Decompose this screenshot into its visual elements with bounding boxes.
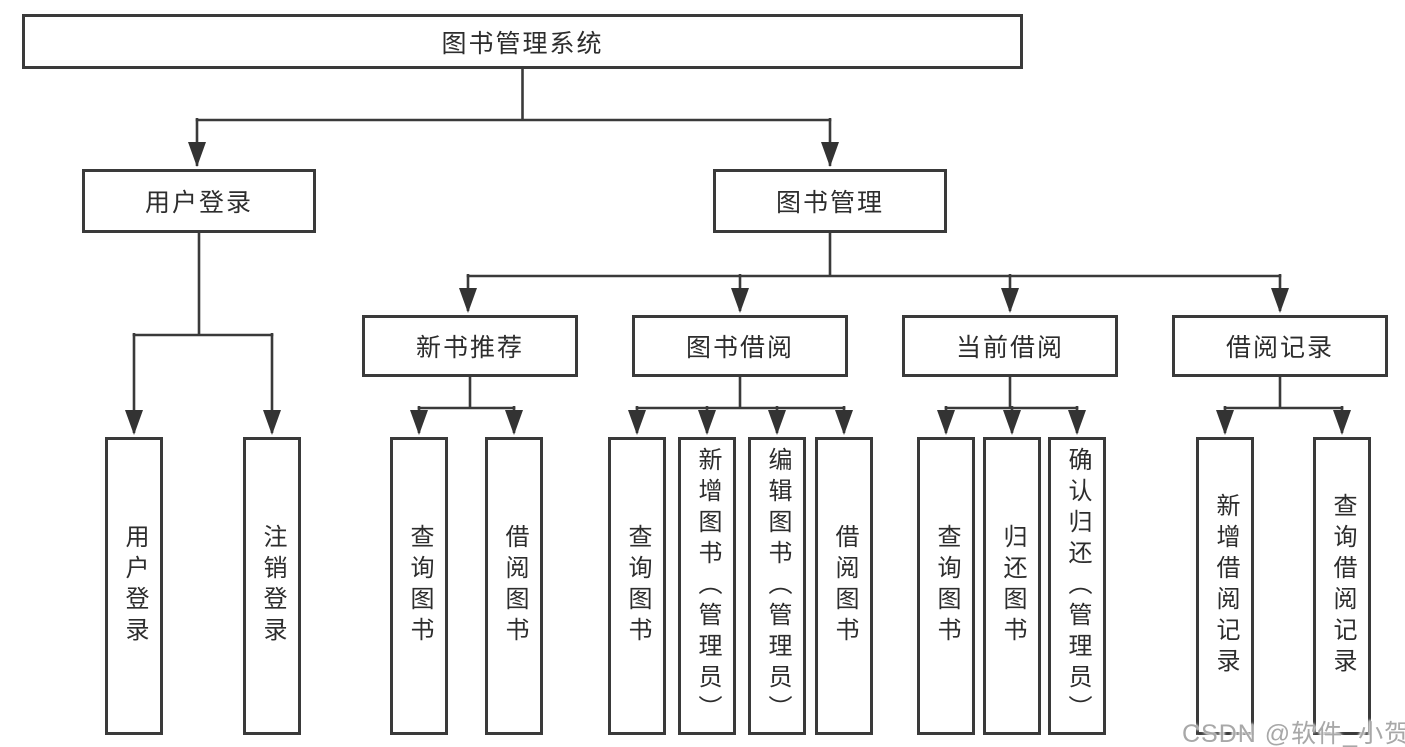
leaf-query-books-recommend: 查询图书: [390, 437, 448, 735]
leaf-return-books-label: 归还图书: [999, 524, 1026, 648]
csdn-watermark: CSDN @软件_小贺同学: [1182, 720, 1405, 747]
leaf-edit-books-admin-label: 编辑图书（管理员）: [764, 446, 791, 726]
leaf-query-books-current: 查询图书: [917, 437, 975, 735]
node-user-login: 用户登录: [82, 169, 316, 233]
node-book-borrow-label: 图书借阅: [685, 334, 794, 362]
node-book-borrow: 图书借阅: [632, 315, 848, 377]
leaf-query-books-borrow: 查询图书: [608, 437, 666, 735]
node-new-book-recommend: 新书推荐: [362, 315, 578, 377]
leaf-user-login-label: 用户登录: [121, 524, 148, 648]
leaf-confirm-return-admin: 确认归还（管理员）: [1048, 437, 1106, 735]
node-book-management-label: 图书管理: [775, 189, 884, 217]
leaf-query-books-borrow-label: 查询图书: [624, 524, 651, 648]
leaf-query-books-recommend-label: 查询图书: [406, 524, 433, 648]
leaf-query-borrow-record: 查询借阅记录: [1313, 437, 1371, 735]
leaf-logout: 注销登录: [243, 437, 301, 735]
node-root-label: 图书管理系统: [441, 29, 604, 58]
leaf-add-books-admin: 新增图书（管理员）: [678, 437, 736, 735]
leaf-confirm-return-admin-label: 确认归还（管理员）: [1064, 446, 1091, 726]
node-borrow-record: 借阅记录: [1172, 315, 1388, 377]
node-current-borrow: 当前借阅: [902, 315, 1118, 377]
leaf-query-borrow-record-label: 查询借阅记录: [1329, 493, 1356, 679]
leaf-borrow-books-recommend-label: 借阅图书: [501, 524, 528, 648]
leaf-borrow-books-recommend: 借阅图书: [485, 437, 543, 735]
leaf-add-books-admin-label: 新增图书（管理员）: [694, 446, 721, 726]
node-borrow-record-label: 借阅记录: [1225, 334, 1334, 362]
leaf-borrow-books-label: 借阅图书: [831, 524, 858, 648]
leaf-return-books: 归还图书: [983, 437, 1041, 735]
node-new-book-recommend-label: 新书推荐: [415, 334, 524, 362]
leaf-borrow-books: 借阅图书: [815, 437, 873, 735]
leaf-edit-books-admin: 编辑图书（管理员）: [748, 437, 806, 735]
arrowheads: [125, 142, 1351, 435]
leaf-query-books-current-label: 查询图书: [933, 524, 960, 648]
leaf-add-borrow-record-label: 新增借阅记录: [1212, 493, 1239, 679]
leaf-logout-label: 注销登录: [259, 524, 286, 648]
node-current-borrow-label: 当前借阅: [955, 334, 1064, 362]
leaf-add-borrow-record: 新增借阅记录: [1196, 437, 1254, 735]
node-book-management: 图书管理: [713, 169, 947, 233]
leaf-user-login: 用户登录: [105, 437, 163, 735]
node-user-login-label: 用户登录: [144, 189, 253, 217]
node-root-system: 图书管理系统: [22, 14, 1023, 69]
